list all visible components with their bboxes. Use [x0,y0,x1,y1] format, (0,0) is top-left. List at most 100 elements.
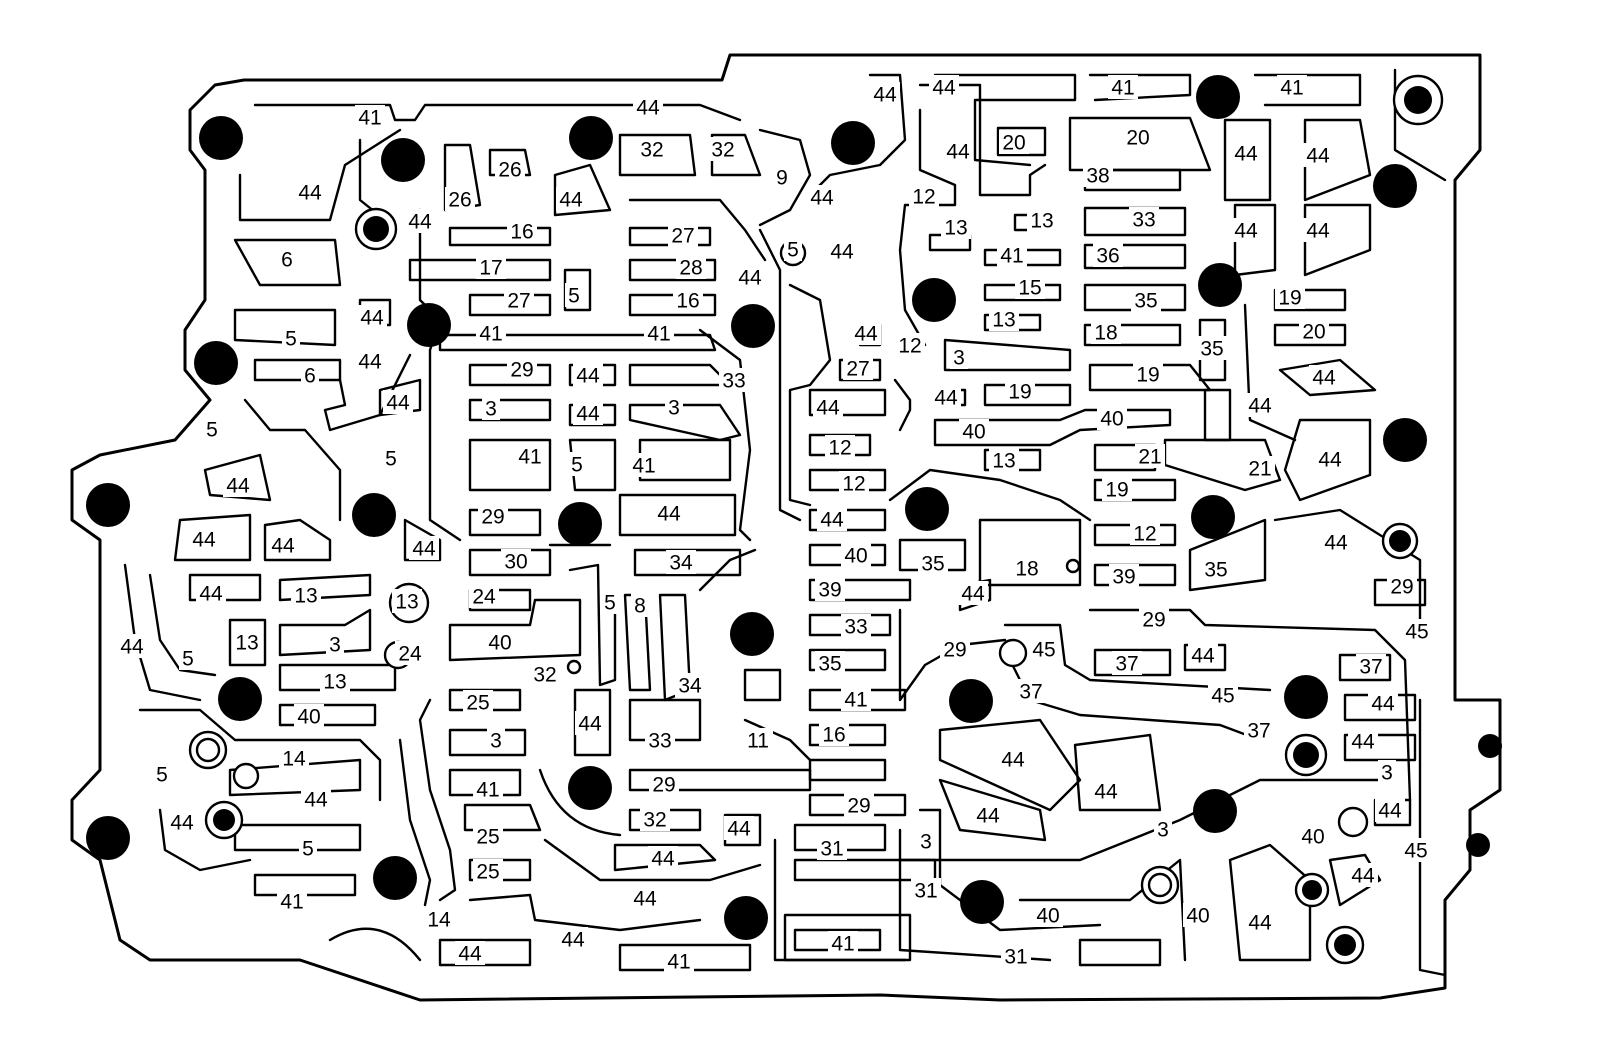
part-number-label: 44 [816,397,840,420]
part-number-label: 41 [844,689,867,712]
part-label-background [1130,521,1160,545]
channel [1088,73,1192,102]
part-number-label: 44 [932,77,956,100]
channel [233,308,337,347]
part-label-background [1015,275,1045,299]
part-number-label: 41 [831,933,854,956]
part-number-label: 44 [1306,145,1330,168]
part-number-label: 29 [847,795,870,818]
open-boss [998,638,1028,668]
part-label-background [843,356,873,380]
part-number-label: 35 [1200,338,1223,361]
part-number-label: 44 [651,848,675,871]
channel [808,723,887,747]
part-number-label: 5 [571,454,583,477]
part-number-label: 44 [360,307,384,330]
bolt-hole [1466,833,1490,857]
ring-boss-center [213,809,235,831]
channel [978,518,1082,587]
part-label-background [825,435,855,459]
part-label-background [476,321,506,345]
part-label-background [601,590,619,614]
part-label-background [1201,557,1231,581]
part-label-background [958,581,988,605]
channel [1083,323,1182,347]
channel [1243,303,1297,442]
part-number-label: 44 [170,812,194,835]
part-number-label: 29 [652,774,675,797]
channel [1343,733,1417,762]
part-label-background [1197,336,1227,360]
channel [613,843,717,872]
ring-boss-center [1302,880,1322,900]
part-label-background [476,255,506,279]
channel [808,508,887,532]
channel [1223,118,1272,202]
part-label-background [1016,679,1046,703]
part-number-label: 41 [1280,77,1303,100]
part-label-background [827,239,857,263]
channel [933,408,1172,447]
part-label-background [504,288,534,312]
part-label-background [117,634,147,658]
channel [1273,508,1422,622]
part-label-background [870,82,900,106]
part-number-label: 34 [669,552,693,575]
channel [1073,733,1162,812]
part-number-label: 44 [1234,143,1258,166]
channel [893,378,912,432]
part-number-label: 12 [842,473,865,496]
part-label-background [1108,75,1138,99]
part-number-label: 27 [671,225,694,248]
part-label-background [355,349,385,373]
part-number-label: 13 [1030,210,1053,233]
part-label-background [196,581,226,605]
part-number-label: 6 [281,249,293,272]
part-number-label: 44 [1306,220,1330,243]
bolt-hole [730,612,774,656]
part-number-label: 36 [1096,245,1119,268]
part-number-label: 44 [820,509,844,532]
channel [1093,648,1172,677]
part-label-background [1183,903,1213,927]
part-number-label: 21 [1138,446,1161,469]
part-label-background [851,321,881,345]
part-number-label: 37 [1115,653,1138,676]
part-label-background [675,673,705,697]
part-label-background [1401,838,1431,862]
part-number-label: 5 [604,592,616,615]
part-number-label: 27 [507,290,530,313]
part-number-label: 40 [962,421,985,444]
part-label-background [1005,379,1035,403]
channel [228,618,267,667]
part-number-label: 11 [747,730,769,753]
part-label-background [223,473,253,497]
part-number-label: 44 [636,97,660,120]
part-label-background [1188,643,1218,667]
part-number-label: 30 [504,551,527,574]
part-label-background [959,419,989,443]
channel [633,548,742,577]
part-number-label: 24 [472,586,496,609]
channel [1093,563,1177,587]
part-label-background [573,363,603,387]
part-number-label: 29 [1390,576,1413,599]
part-number-label: 35 [818,653,841,676]
channel [628,768,812,792]
bolt-hole [1373,164,1417,208]
part-number-label: 19 [1278,287,1301,310]
channel [783,913,912,962]
channel [158,808,252,872]
part-number-label: 33 [648,730,671,753]
part-label-background [357,305,387,329]
channel [808,388,887,417]
part-number-label: 33 [722,370,745,393]
channel [468,508,542,537]
channel [173,513,252,562]
part-label-background [189,527,219,551]
channel [933,73,1077,167]
channel [468,893,702,932]
bolt-hole [352,493,396,537]
channel [1253,73,1362,107]
